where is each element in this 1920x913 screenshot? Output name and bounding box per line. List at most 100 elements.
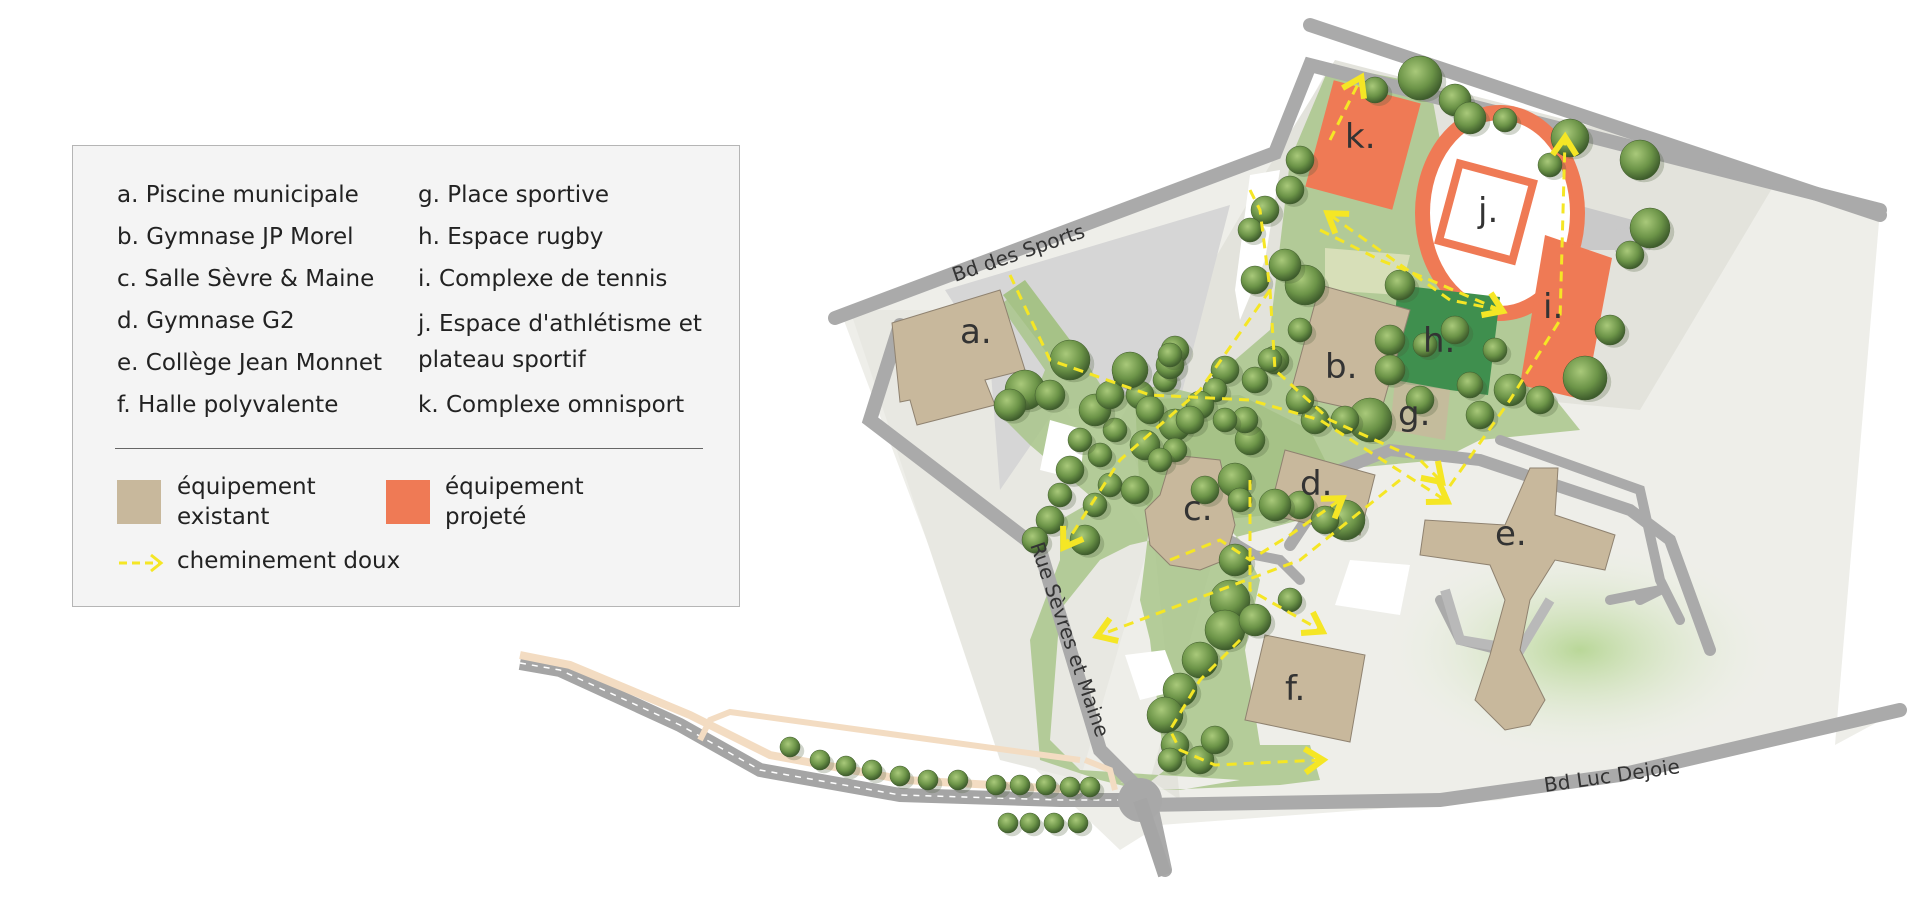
- tree: [1268, 248, 1302, 282]
- building-h: [1388, 285, 1500, 395]
- tree: [1285, 385, 1315, 415]
- tree: [889, 765, 911, 787]
- tree: [1043, 812, 1065, 834]
- tree: [1190, 475, 1220, 505]
- legend-item-g: g. Place sportive: [418, 182, 609, 208]
- tree: [1135, 395, 1165, 425]
- tree: [1079, 776, 1101, 798]
- tree: [1157, 747, 1183, 773]
- tree: [917, 769, 939, 791]
- tree: [1240, 265, 1270, 295]
- building-k: [1305, 80, 1421, 210]
- tree: [1258, 488, 1292, 522]
- label-b: b.: [1325, 347, 1357, 387]
- tree: [1102, 417, 1128, 443]
- tree: [1456, 371, 1484, 399]
- legend-item-e: e. Collège Jean Monnet: [117, 350, 383, 376]
- key-existing-label: équipement existant: [177, 474, 316, 530]
- label-j: j.: [1477, 191, 1498, 231]
- legend-item-f: f. Halle polyvalente: [117, 392, 339, 418]
- label-d: d.: [1300, 464, 1332, 504]
- tree: [1525, 385, 1555, 415]
- key-path-label: cheminement doux: [177, 548, 401, 574]
- path-arrow-icon: [119, 553, 164, 573]
- tree: [1537, 152, 1563, 178]
- legend-item-d: d. Gymnase G2: [117, 308, 295, 334]
- tree: [1629, 207, 1671, 249]
- tree: [1120, 475, 1150, 505]
- tree: [1615, 240, 1645, 270]
- tree: [1175, 405, 1205, 435]
- tree: [1241, 366, 1269, 394]
- tree: [1035, 505, 1065, 535]
- tree: [1238, 603, 1272, 637]
- tree: [1405, 385, 1435, 415]
- tree: [1361, 76, 1389, 104]
- tree: [1330, 405, 1360, 435]
- legend-divider: [115, 448, 703, 449]
- legend-item-h: h. Espace rugby: [418, 224, 604, 250]
- tree: [1453, 101, 1487, 135]
- label-a: a.: [960, 312, 992, 352]
- legend-item-a: a. Piscine municipale: [117, 182, 359, 208]
- tree: [997, 812, 1019, 834]
- trees: [779, 55, 1675, 837]
- tree: [1067, 427, 1093, 453]
- tree: [1493, 373, 1527, 407]
- tree: [1146, 696, 1184, 734]
- label-c: c.: [1183, 489, 1213, 529]
- tree: [985, 774, 1007, 796]
- tree: [1397, 55, 1443, 101]
- tree: [1275, 175, 1305, 205]
- existing-buildings: [891, 284, 1616, 743]
- tree: [1619, 139, 1661, 181]
- tree: [1257, 347, 1283, 373]
- tree: [1384, 269, 1416, 301]
- tree: [1034, 379, 1066, 411]
- tree: [1200, 725, 1230, 755]
- swatch-planned: [386, 480, 430, 524]
- tree: [1059, 776, 1081, 798]
- tree: [809, 749, 831, 771]
- tree: [1227, 487, 1253, 513]
- tree: [1049, 339, 1091, 381]
- tree: [1009, 774, 1031, 796]
- legend-item-k: k. Complexe omnisport: [418, 392, 685, 418]
- tree: [1157, 342, 1183, 368]
- label-e: e.: [1495, 514, 1527, 554]
- tree: [1212, 407, 1238, 433]
- tree: [1147, 447, 1173, 473]
- tree: [1250, 195, 1280, 225]
- legend-item-c: c. Salle Sèvre & Maine: [117, 266, 375, 292]
- label-g: g.: [1398, 394, 1430, 434]
- tree: [1440, 315, 1470, 345]
- swatch-existing: [117, 480, 161, 524]
- tree: [1374, 324, 1406, 356]
- tree: [1204, 609, 1246, 651]
- tree: [1181, 641, 1219, 679]
- tree: [1035, 774, 1057, 796]
- tree: [779, 736, 801, 758]
- tree: [1019, 812, 1041, 834]
- tree: [1237, 217, 1263, 243]
- tree: [1285, 145, 1315, 175]
- tree: [1465, 400, 1495, 430]
- tree: [1562, 355, 1608, 401]
- tree: [993, 388, 1027, 422]
- building-labels: a. b. c. d. e. f. g. h. i. j. k.: [960, 117, 1563, 709]
- legend: a. Piscine municipale b. Gymnase JP More…: [72, 145, 740, 607]
- legend-column-right: g. Place sportive h. Espace rugby i. Com…: [418, 180, 708, 432]
- tree: [835, 755, 857, 777]
- tree: [1111, 351, 1149, 389]
- tree: [861, 759, 883, 781]
- label-i: i.: [1543, 287, 1563, 327]
- tree: [1550, 118, 1590, 158]
- tree: [1087, 442, 1113, 468]
- tree: [1082, 492, 1108, 518]
- label-k: k.: [1345, 117, 1376, 157]
- legend-item-i: i. Complexe de tennis: [418, 266, 668, 292]
- soft-paths: [1008, 72, 1580, 776]
- legend-column-left: a. Piscine municipale b. Gymnase JP More…: [117, 180, 382, 432]
- tree: [1287, 317, 1313, 343]
